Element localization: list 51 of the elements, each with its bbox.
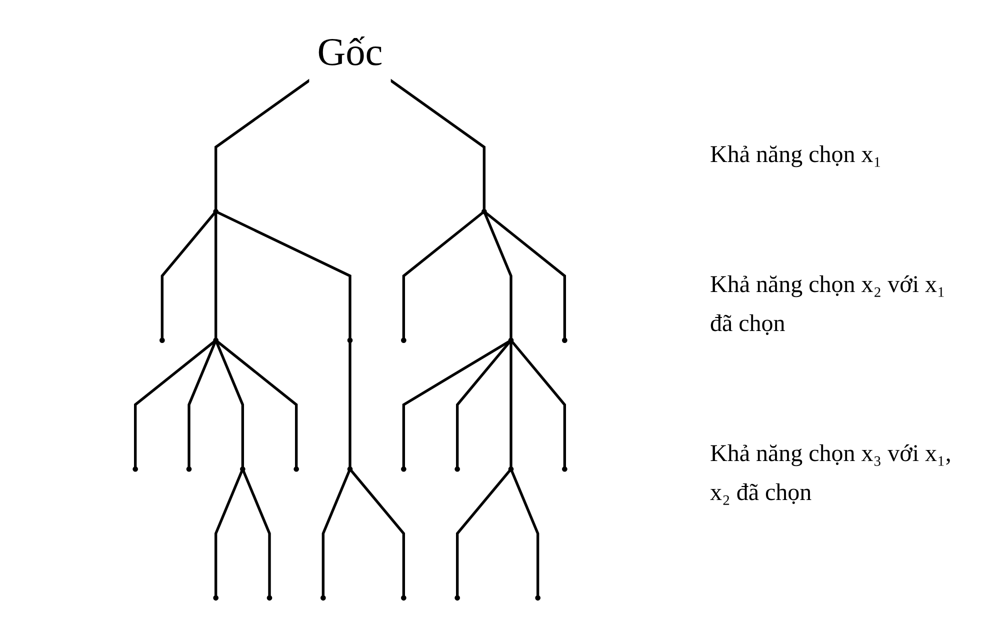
connector [214, 470, 244, 596]
tree-diagram: Gốc [0, 4, 700, 614]
connector [456, 340, 511, 468]
node-circle [454, 466, 460, 472]
connector [350, 470, 405, 596]
connector [242, 470, 271, 596]
node-circle [159, 338, 165, 343]
connector [510, 342, 512, 468]
node-text: Gốc [317, 29, 383, 74]
connector [160, 212, 216, 339]
connector [389, 78, 486, 210]
node-circle [400, 338, 406, 343]
node-circle [266, 595, 272, 601]
node-circle [562, 466, 568, 472]
connector [484, 212, 566, 339]
node-circle [562, 338, 568, 343]
connector [215, 341, 244, 468]
connector [402, 212, 484, 339]
level-note: Khả năng chọn x₃ với x₁, x₂ đã chọn [710, 440, 952, 508]
node-circle [400, 466, 406, 472]
connector [402, 340, 510, 468]
node-circle [508, 466, 514, 472]
node-circle [132, 466, 138, 472]
node-circle [213, 595, 219, 601]
node-circle [213, 338, 219, 343]
node-circle [508, 338, 514, 343]
node-circle [240, 466, 246, 472]
node-circle [535, 595, 541, 601]
connector [484, 212, 512, 339]
node-circle [347, 466, 353, 472]
connector [511, 340, 566, 468]
level-note: Khả năng chọn x₂ với x₁ đã chọn [710, 271, 946, 339]
node-circle [454, 595, 460, 601]
connector [456, 470, 511, 596]
connector [214, 213, 218, 339]
node-circle [186, 466, 192, 472]
node-circle [481, 208, 487, 214]
connector [216, 211, 352, 339]
node-circle [320, 595, 326, 601]
node-circle [294, 466, 300, 472]
connector [216, 340, 298, 468]
connector [188, 341, 216, 468]
connector [510, 470, 540, 596]
node-circle [347, 338, 353, 343]
node-circle [213, 208, 219, 214]
level-note: Khả năng chọn x₁ [710, 141, 883, 170]
connector [348, 342, 352, 468]
connector [214, 78, 311, 210]
node-circle [400, 595, 406, 601]
connector [322, 470, 351, 596]
connector [134, 340, 216, 468]
